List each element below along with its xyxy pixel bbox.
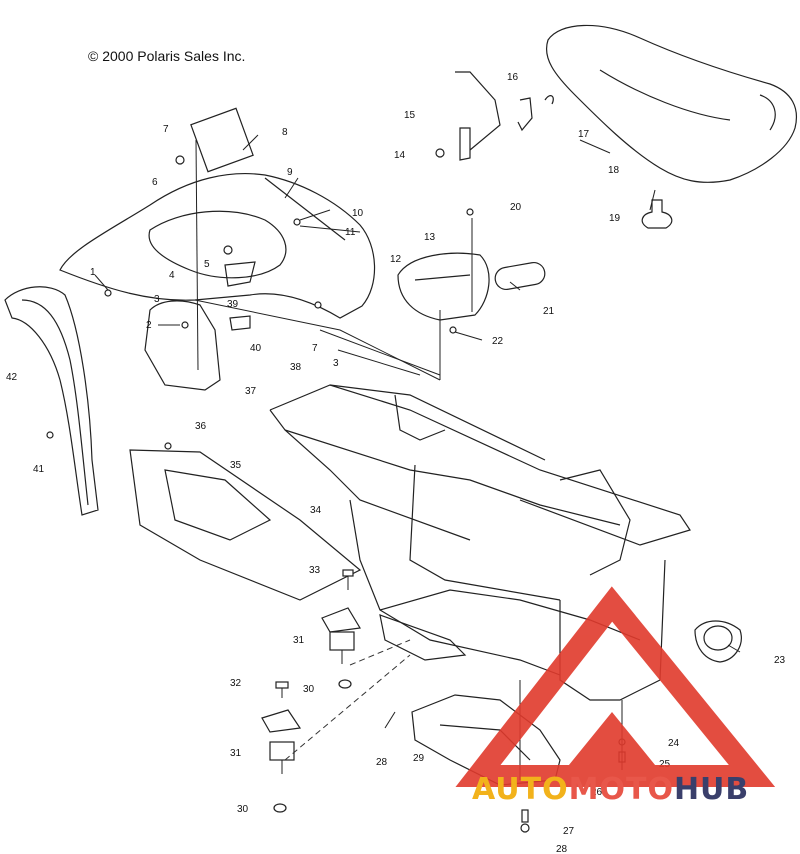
label-7a: 7 — [163, 124, 169, 135]
side-panel-part — [397, 252, 490, 321]
label-11: 11 — [345, 227, 356, 238]
footwell-part — [129, 449, 362, 601]
label-31a: 31 — [293, 635, 305, 646]
label-20: 20 — [510, 202, 522, 213]
label-37: 37 — [245, 386, 257, 397]
label-28b: 28 — [556, 844, 568, 854]
mount-parts — [261, 569, 361, 813]
label-41: 41 — [33, 464, 45, 475]
label-30b: 30 — [237, 804, 249, 815]
label-35: 35 — [230, 460, 242, 471]
label-19: 19 — [609, 213, 621, 224]
label-14: 14 — [394, 150, 406, 161]
seat-latch-part — [435, 71, 554, 161]
dashed-mount-lines — [284, 639, 411, 761]
watermark-auto: AUTO — [472, 772, 569, 807]
seat-part — [546, 24, 797, 183]
label-42: 42 — [6, 372, 18, 383]
watermark-moto: MOTO — [568, 772, 674, 807]
label-25: 25 — [659, 759, 671, 770]
label-31b: 31 — [230, 748, 242, 759]
label-32: 32 — [230, 678, 242, 689]
seat-bumper-part — [641, 199, 673, 229]
label-3a: 3 — [154, 294, 160, 305]
copyright-text: © 2000 Polaris Sales Inc. — [88, 48, 246, 64]
label-4: 4 — [169, 270, 175, 281]
label-9: 9 — [287, 167, 293, 178]
label-38: 38 — [290, 362, 302, 373]
label-5: 5 — [204, 259, 210, 270]
watermark-logo — [455, 586, 776, 787]
label-23: 23 — [774, 655, 786, 666]
part-labels: 7 8 6 9 10 11 12 13 5 4 1 39 3 2 40 7 3 … — [6, 72, 786, 854]
label-26: 26 — [591, 787, 603, 798]
label-12: 12 — [390, 254, 402, 265]
frame-part — [269, 384, 691, 701]
label-2: 2 — [146, 320, 152, 331]
small-screws — [46, 155, 474, 450]
watermark-text: AUTOMOTOHUB — [472, 772, 749, 807]
fender-flap-part — [144, 261, 256, 391]
leader-lines — [94, 134, 741, 653]
side-guard-part — [4, 286, 99, 516]
label-1: 1 — [90, 267, 96, 278]
label-16: 16 — [507, 72, 519, 83]
label-22: 22 — [492, 336, 504, 347]
label-17: 17 — [578, 129, 590, 140]
watermark-hub: HUB — [673, 772, 750, 807]
label-28a: 28 — [376, 757, 388, 768]
label-13: 13 — [424, 232, 436, 243]
label-7b: 7 — [312, 343, 318, 354]
label-3b: 3 — [333, 358, 339, 369]
label-10: 10 — [352, 208, 364, 219]
label-33: 33 — [309, 565, 321, 576]
label-27: 27 — [563, 826, 575, 837]
rear-fender-part — [59, 107, 376, 319]
label-36: 36 — [195, 421, 207, 432]
label-18: 18 — [608, 165, 620, 176]
label-15: 15 — [404, 110, 416, 121]
label-24: 24 — [668, 738, 680, 749]
label-39: 39 — [227, 299, 239, 310]
rack-outline — [194, 299, 441, 381]
label-40: 40 — [250, 343, 262, 354]
label-29: 29 — [413, 753, 425, 764]
label-21: 21 — [543, 306, 555, 317]
label-8: 8 — [282, 127, 288, 138]
label-30a: 30 — [303, 684, 315, 695]
label-6: 6 — [152, 177, 158, 188]
label-34: 34 — [310, 505, 322, 516]
rear-mudguard-part — [694, 620, 742, 663]
panel-cover-part — [494, 261, 546, 291]
